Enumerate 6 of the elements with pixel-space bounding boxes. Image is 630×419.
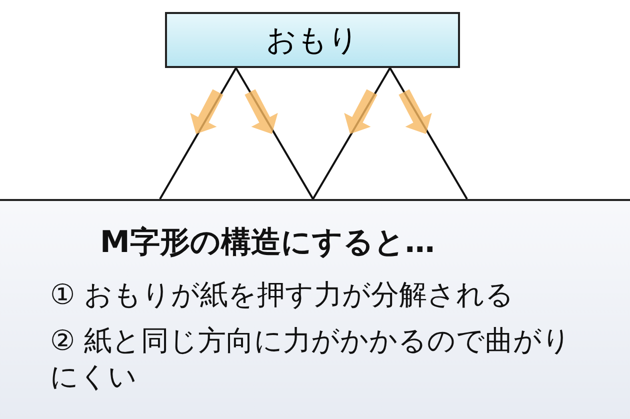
weight-label: おもり: [266, 22, 359, 60]
explanation-item: ② 紙と同じ方向に力がかかるので曲がりにくい: [50, 323, 572, 396]
explanation-item: ① おもりが紙を押す力が分解される: [50, 277, 516, 313]
panel-heading: M字形の構造にすると…: [100, 224, 436, 262]
explanation-panel: [0, 199, 630, 419]
weight-box: [165, 12, 460, 68]
